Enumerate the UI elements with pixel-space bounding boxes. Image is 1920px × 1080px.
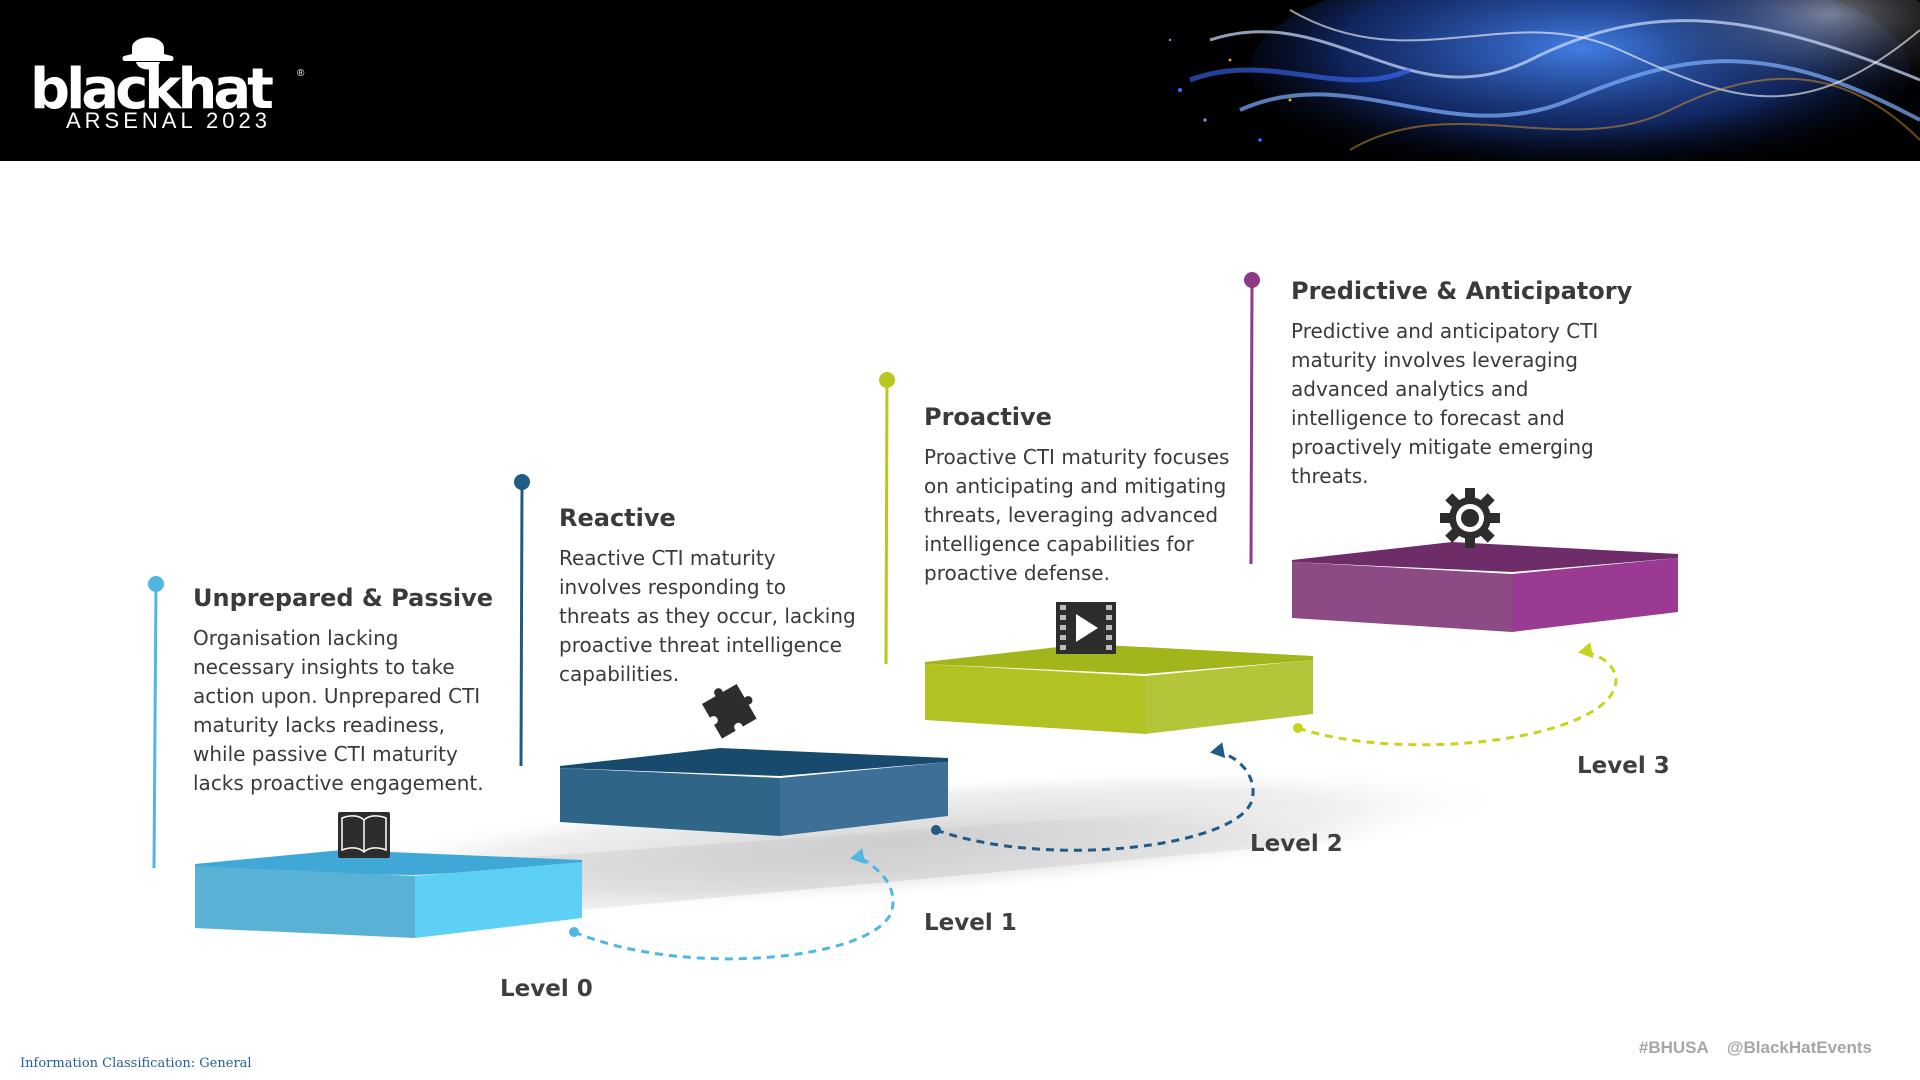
header-decorative-art [1150, 0, 1920, 161]
hat-silhouette-icon [122, 37, 174, 70]
puzzle-icon [702, 684, 757, 739]
gear-icon [1440, 488, 1500, 548]
registered-mark: ® [297, 68, 305, 79]
level-3-label: Level 3 [1577, 753, 1670, 779]
stage-1-stem [514, 474, 530, 767]
stage-1-title: Reactive [559, 504, 676, 532]
stage-1-description: Reactive CTI maturity involves respondin… [559, 546, 856, 686]
social-handle: @BlackHatEvents [1726, 1038, 1872, 1057]
arrow-level-1-to-2 [931, 742, 1255, 852]
stage-2-platform [925, 644, 1313, 734]
video-play-icon [1056, 602, 1116, 654]
stage-3-title: Predictive & Anticipatory [1291, 277, 1633, 305]
blackhat-logo: blackhat ® ARSENAL 2023 [30, 22, 310, 132]
level-2-label: Level 2 [1250, 831, 1343, 857]
stage-0-title: Unprepared & Passive [193, 584, 494, 612]
stage-2-title: Proactive [924, 403, 1052, 431]
level-1-label: Level 1 [924, 910, 1017, 936]
stage-3-description: Predictive and anticipatory CTI maturity… [1291, 319, 1599, 488]
stage-3-platform [1292, 542, 1678, 632]
event-name: ARSENAL 2023 [66, 108, 271, 133]
arrow-level-0-to-1 [569, 848, 895, 961]
stage-0-platform [195, 850, 582, 938]
stage-2-description: Proactive CTI maturity focuses on antici… [924, 445, 1230, 585]
floor-shadow-glow [281, 766, 1519, 914]
stage-0-stem [148, 576, 164, 869]
book-icon [338, 812, 390, 858]
stage-1-platform [560, 748, 948, 836]
level-0-label: Level 0 [500, 976, 593, 1002]
stage-3-stem [1244, 272, 1260, 565]
brand-wordmark: blackhat [30, 57, 274, 122]
classification-label: Information Classification: General [20, 1056, 252, 1071]
header-bar: blackhat ® ARSENAL 2023 [0, 0, 1920, 161]
social-tags: #BHUSA @BlackHatEvents [1625, 1038, 1872, 1058]
stage-0-description: Organisation lacking necessary insights … [193, 626, 484, 795]
arrow-level-2-to-3 [1293, 642, 1618, 747]
hashtag: #BHUSA [1638, 1038, 1709, 1057]
stage-2-stem [879, 372, 895, 665]
